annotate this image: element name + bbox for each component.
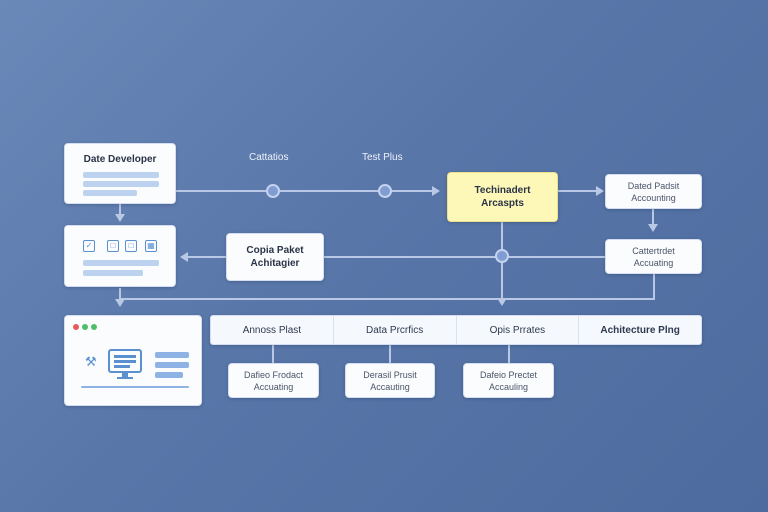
text-line	[155, 362, 189, 368]
data-developer-title: Date Developer	[83, 154, 157, 165]
connector-line	[272, 345, 274, 363]
connector-line	[508, 345, 510, 363]
window-min-dot	[82, 324, 88, 330]
connector-line	[186, 256, 226, 258]
icon-panel-node[interactable]: ✓ □ □ ▦	[64, 225, 176, 287]
grid-icon: □	[125, 240, 137, 252]
arrow-down	[115, 214, 125, 222]
data-developer-node[interactable]: Date Developer	[64, 143, 176, 204]
baseline	[81, 386, 189, 388]
techinadert-node[interactable]: Techinadert Arcaspts	[447, 172, 558, 222]
grid-icon: □	[107, 240, 119, 252]
arrow-left	[180, 252, 188, 262]
junction-dot	[378, 184, 392, 198]
tab-annoss-plast[interactable]: Annoss Plast	[211, 316, 334, 344]
connector-line	[558, 190, 600, 192]
grid-icon: ▦	[145, 240, 157, 252]
connector-line	[324, 256, 606, 258]
detail-node-2[interactable]: Cattertrdet Accuating	[605, 239, 702, 274]
tab-bar: Annoss Plast Data Prcrfics Opis Prrates …	[210, 315, 702, 345]
arrow-right	[596, 186, 604, 196]
arrow-right	[432, 186, 440, 196]
connector-line	[389, 345, 391, 363]
window-node[interactable]: ⚒	[64, 315, 202, 406]
text-line	[83, 260, 159, 266]
window-max-dot	[91, 324, 97, 330]
connector-line	[119, 298, 655, 300]
copia-paket-node[interactable]: Copia Paket Achitagier	[226, 233, 324, 281]
connector-line	[119, 288, 121, 300]
tab-data-prcrfics[interactable]: Data Prcrfics	[334, 316, 457, 344]
checkbox-icon: ✓	[83, 240, 95, 252]
connector-line	[653, 274, 655, 300]
text-line	[155, 352, 189, 358]
bottom-node-2[interactable]: Derasil Prusit Accauting	[345, 363, 435, 398]
arrow-down	[648, 224, 658, 232]
tab-achitecture-plng[interactable]: Achitecture Plng	[600, 324, 680, 336]
text-line	[83, 190, 137, 196]
tab-opis-prrates[interactable]: Opis Prrates	[457, 316, 580, 344]
text-line	[83, 181, 159, 187]
connector-label-test-plus: Test Plus	[362, 152, 403, 163]
connector-line	[176, 190, 438, 192]
text-line	[155, 372, 183, 378]
bottom-node-3[interactable]: Dafeio Prectet Accauling	[463, 363, 554, 398]
text-line	[83, 270, 143, 276]
bottom-node-1[interactable]: Dafieo Frodact Accuating	[228, 363, 319, 398]
connector-line	[652, 209, 654, 225]
connector-line	[119, 204, 121, 216]
arrow-down	[497, 298, 507, 306]
arrow-down	[115, 299, 125, 307]
junction-dot	[495, 249, 509, 263]
window-close-dot	[73, 324, 79, 330]
tool-icon: ⚒	[85, 354, 97, 369]
detail-node-1[interactable]: Dated Padsit Accounting	[605, 174, 702, 209]
connector-label-cattatios: Cattatios	[249, 152, 289, 163]
junction-dot	[266, 184, 280, 198]
text-line	[83, 172, 159, 178]
monitor-icon	[108, 349, 142, 379]
